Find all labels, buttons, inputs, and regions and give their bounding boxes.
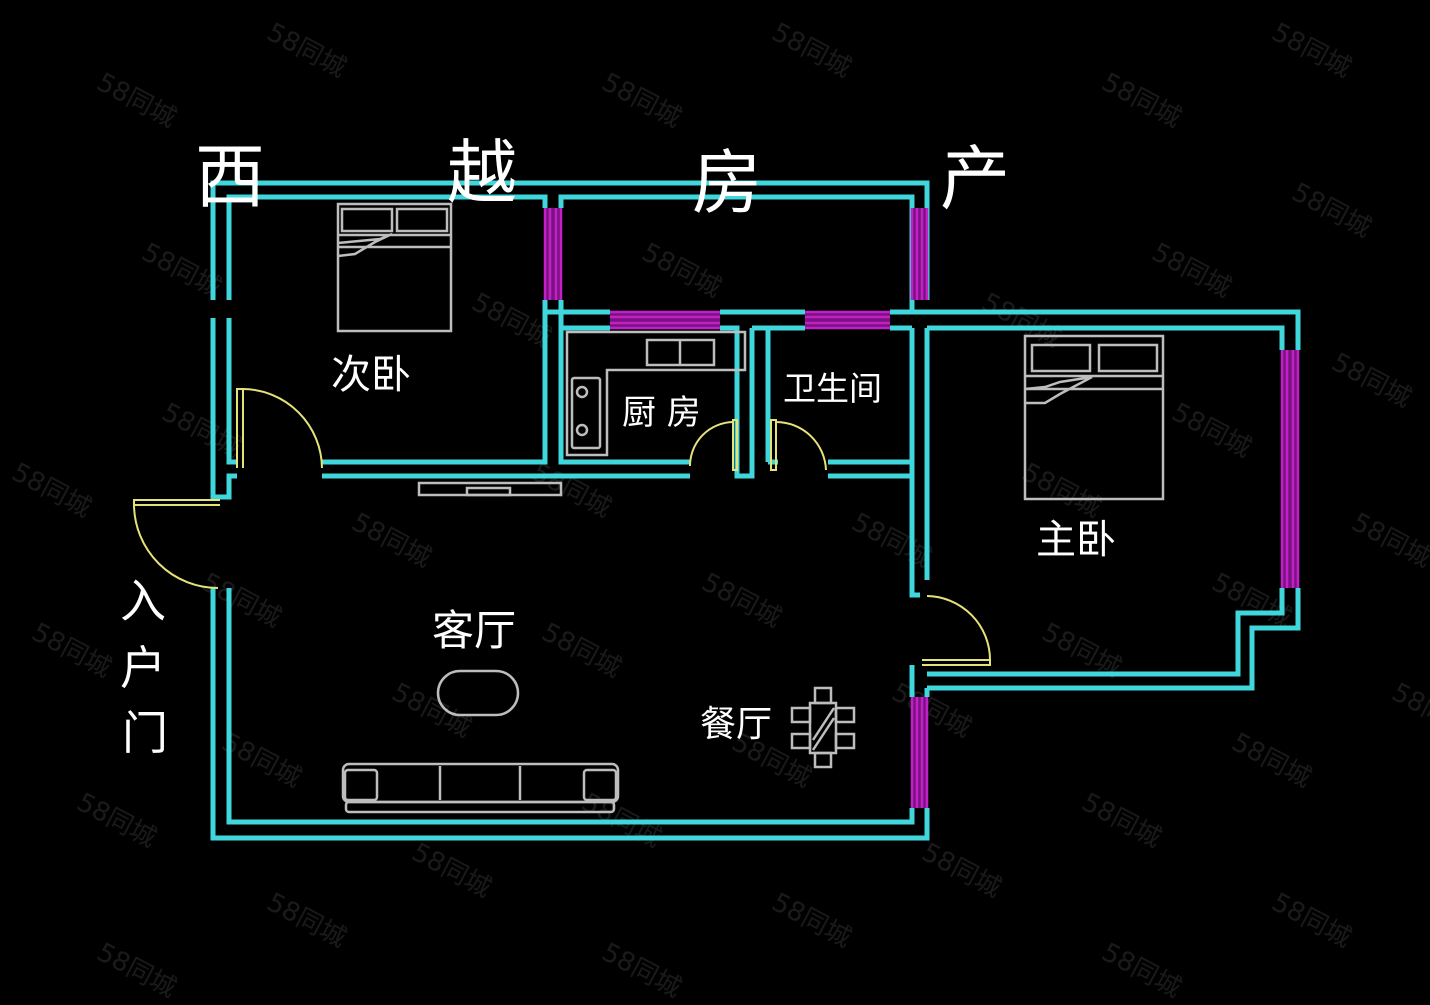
room-label-dining-room: 餐厅 [700, 704, 773, 745]
dining-table-icon [790, 686, 856, 769]
room-label-bathroom: 卫生间 [783, 369, 882, 408]
bed-icon [336, 202, 453, 333]
kitchen-counter-icon [565, 330, 747, 457]
room-label-second-bedroom: 次卧 [331, 352, 411, 398]
furniture [336, 202, 1165, 814]
title-char: 越 [447, 132, 517, 214]
windows [543, 208, 1300, 808]
room-label-master-bedroom: 主卧 [1036, 517, 1116, 563]
sofa-icon [341, 762, 620, 814]
title-char: 房 [692, 142, 762, 224]
room-label-living-room: 客厅 [432, 606, 517, 655]
entrance-char: 入 [120, 574, 166, 628]
tv-cabinet-icon [417, 481, 563, 497]
title-char: 产 [940, 138, 1010, 220]
title-char: 西 [195, 136, 265, 218]
coffee-table-icon [436, 669, 520, 717]
entrance-char: 户 [120, 641, 166, 695]
bed-icon [1023, 334, 1165, 501]
doors [133, 388, 991, 666]
entrance-char: 门 [122, 706, 168, 760]
room-label-kitchen: 厨 房 [622, 393, 701, 433]
